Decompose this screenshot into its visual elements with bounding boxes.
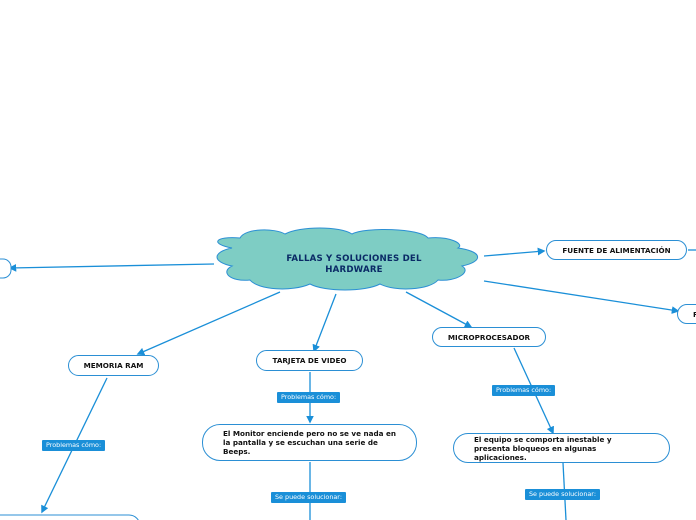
- node-fuente-alimentacion[interactable]: FUENTE DE ALIMENTACIÓN: [546, 240, 687, 260]
- central-topic-title[interactable]: FALLAS Y SOLUCIONES DEL HARDWARE: [286, 254, 422, 275]
- node-tarjeta-video[interactable]: TARJETA DE VIDEO: [256, 350, 363, 371]
- left-edge-node[interactable]: [0, 258, 12, 279]
- link-central-to-video: [312, 293, 337, 353]
- node-memoria-ram[interactable]: MEMORIA RAM: [68, 355, 159, 376]
- node-microprocesador[interactable]: MICROPROCESADOR: [432, 327, 546, 347]
- link-central-to-memoria: [136, 291, 281, 356]
- tag-memoria-problemas[interactable]: Problemas cómo:: [42, 440, 106, 451]
- central-cloud-shape[interactable]: [216, 227, 479, 291]
- node-micro-problem[interactable]: El equipo se comporta inestable y presen…: [453, 433, 670, 463]
- tag-video-problemas[interactable]: Problemas cómo:: [277, 392, 341, 403]
- node-video-problem[interactable]: El Monitor enciende pero no se ve nada e…: [202, 424, 417, 461]
- link-central-to-right-edge: [483, 280, 680, 314]
- tag-micro-solucion[interactable]: Se puede solucionar:: [525, 489, 600, 500]
- tag-micro-problemas[interactable]: Problemas cómo:: [492, 385, 556, 396]
- tag-video-solucion[interactable]: Se puede solucionar:: [271, 492, 346, 503]
- node-right-edge[interactable]: F: [677, 304, 696, 324]
- link-central-to-fuente: [483, 247, 546, 257]
- link-central-to-left: [8, 263, 215, 272]
- bottom-left-node[interactable]: [0, 514, 140, 520]
- link-central-to-micro: [405, 291, 473, 328]
